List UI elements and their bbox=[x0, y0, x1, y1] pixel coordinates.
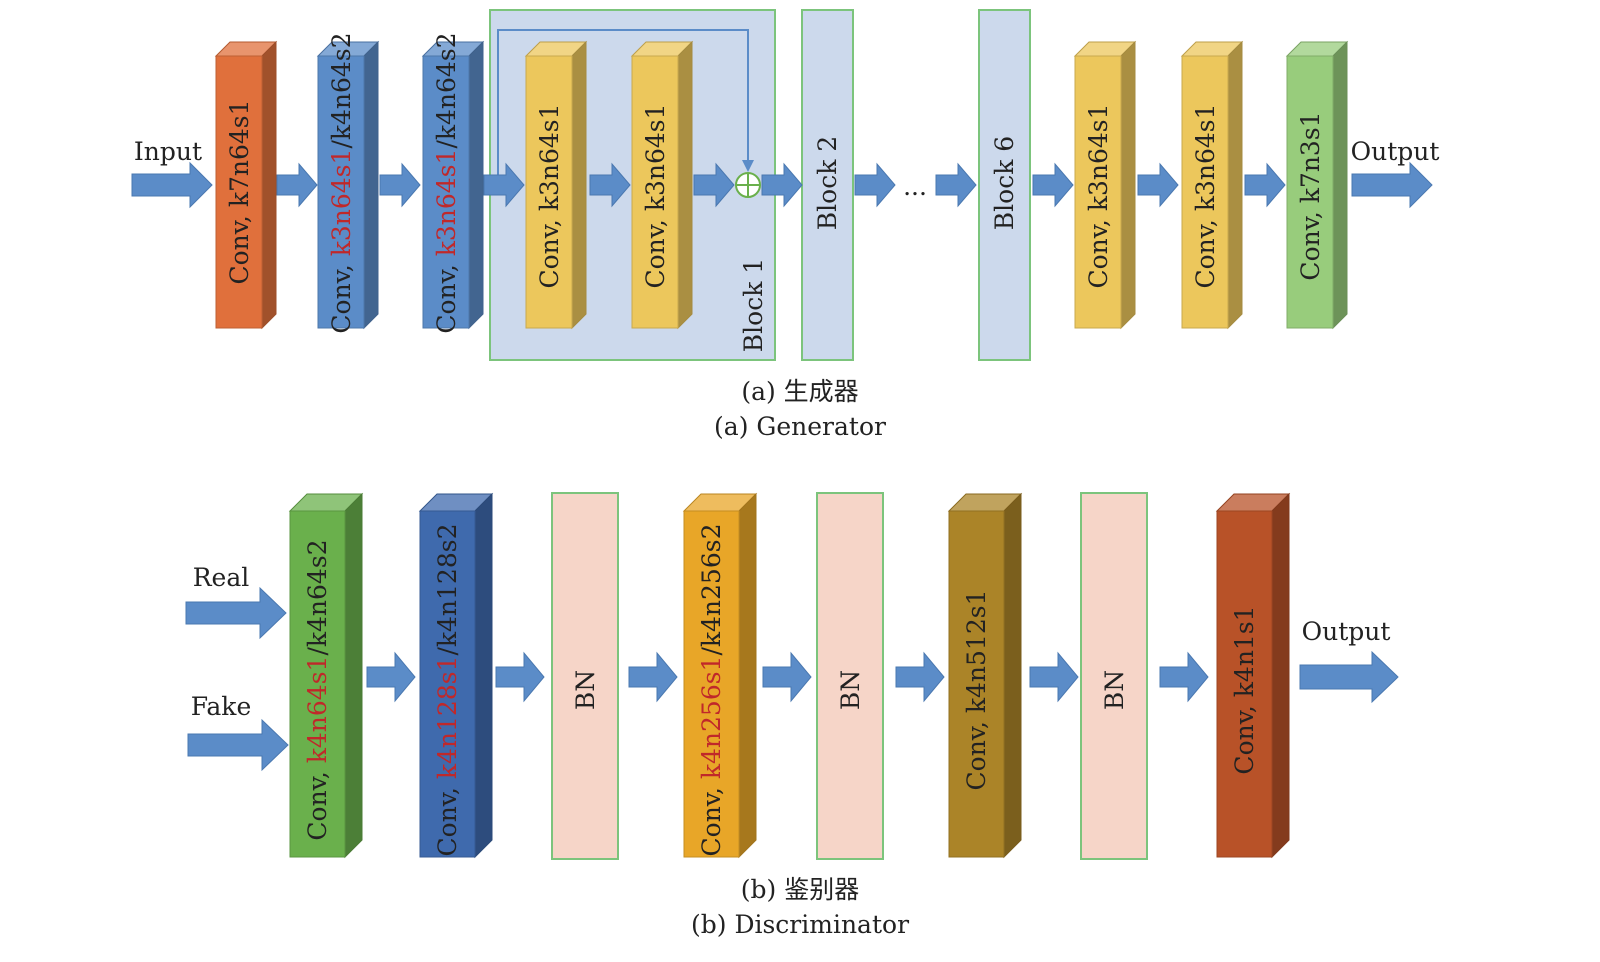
generator-arrow-11 bbox=[1244, 162, 1286, 208]
generator-block1-label: Block 1 bbox=[739, 258, 768, 352]
discriminator-caption-cn: (b) 鉴别器 bbox=[740, 875, 860, 904]
discriminator-bn1-label: BN bbox=[571, 670, 600, 710]
generator-arrow-8 bbox=[935, 162, 977, 208]
discriminator-conv4-block bbox=[947, 492, 1023, 859]
generator-arrow-1 bbox=[276, 162, 318, 208]
generator-arrow-2 bbox=[379, 162, 421, 208]
generator-skip-arrowhead bbox=[742, 160, 754, 172]
discriminator-arrow-5 bbox=[895, 651, 945, 703]
generator-input-label: Input bbox=[134, 137, 202, 166]
generator-caption-en: (a) Generator bbox=[714, 412, 886, 441]
discriminator-output-label: Output bbox=[1302, 617, 1391, 646]
generator-output-label: Output bbox=[1351, 137, 1440, 166]
discriminator-bn3-label: BN bbox=[1100, 670, 1129, 710]
discriminator-conv3-block bbox=[682, 492, 758, 859]
generator-block1-conv-b bbox=[630, 40, 694, 330]
discriminator-real-arrow bbox=[185, 586, 287, 640]
generator-block1-conv-b-label: Conv, k3n64s1 bbox=[641, 103, 670, 288]
discriminator-conv3-label: Conv, k4n256s1/k4n256s2 bbox=[697, 524, 726, 857]
discriminator-real-label: Real bbox=[193, 563, 250, 592]
discriminator-output-arrow bbox=[1299, 650, 1399, 704]
generator-block6-label: Block 6 bbox=[990, 136, 1019, 230]
generator-conv6-block bbox=[1285, 40, 1349, 330]
generator-block2 bbox=[801, 9, 854, 361]
generator-conv6-label: Conv, k7n3s1 bbox=[1296, 111, 1325, 280]
generator-arrow-6 bbox=[761, 162, 803, 208]
generator-block1-conv-a-label: Conv, k3n64s1 bbox=[535, 103, 564, 288]
generator-arrow-7 bbox=[854, 162, 896, 208]
generator-conv2-label: Conv, k3n64s1/k4n64s2 bbox=[327, 32, 356, 333]
discriminator-conv2-label: Conv, k4n128s1/k4n128s2 bbox=[433, 524, 462, 857]
generator-conv5-label: Conv, k3n64s1 bbox=[1191, 103, 1220, 288]
discriminator-conv1-label: Conv, k4n64s1/k4n64s2 bbox=[303, 539, 332, 840]
discriminator-conv4-label: Conv, k4n512s1 bbox=[962, 590, 991, 791]
generator-conv2-block bbox=[316, 40, 380, 330]
generator-block2-label: Block 2 bbox=[813, 136, 842, 230]
generator-output-arrow bbox=[1351, 161, 1433, 209]
discriminator-arrow-3 bbox=[628, 651, 678, 703]
generator-arrow-4 bbox=[589, 162, 631, 208]
discriminator-conv5-label: Conv, k4n1s1 bbox=[1230, 605, 1259, 774]
generator-conv5-block bbox=[1180, 40, 1244, 330]
generator-skip-connection bbox=[497, 29, 749, 185]
discriminator-arrow-6 bbox=[1029, 651, 1079, 703]
generator-arrow-9 bbox=[1032, 162, 1074, 208]
generator-conv1-label: Conv, k7n64s1 bbox=[225, 99, 254, 284]
discriminator-bn2-block bbox=[816, 492, 884, 860]
generator-conv1-block bbox=[214, 40, 278, 330]
generator-conv3-block bbox=[421, 40, 485, 330]
discriminator-conv5-block bbox=[1215, 492, 1291, 859]
discriminator-fake-label: Fake bbox=[191, 692, 252, 721]
generator-conv4-label: Conv, k3n64s1 bbox=[1084, 103, 1113, 288]
discriminator-arrow-7 bbox=[1159, 651, 1209, 703]
discriminator-conv1-block bbox=[288, 492, 364, 859]
discriminator-fake-arrow bbox=[187, 718, 289, 772]
generator-arrow-5 bbox=[693, 162, 735, 208]
generator-block1-conv-a bbox=[524, 40, 588, 330]
generator-conv3-label: Conv, k3n64s1/k4n64s2 bbox=[432, 32, 461, 333]
generator-block6 bbox=[978, 9, 1031, 361]
generator-caption-cn: (a) 生成器 bbox=[741, 377, 859, 406]
discriminator-arrow-4 bbox=[762, 651, 812, 703]
discriminator-conv2-block bbox=[418, 492, 494, 859]
discriminator-arrow-2 bbox=[495, 651, 545, 703]
generator-arrow-10 bbox=[1137, 162, 1179, 208]
generator-arrow-3 bbox=[483, 162, 525, 208]
discriminator-arrow-1 bbox=[366, 651, 416, 703]
discriminator-bn3-block bbox=[1080, 492, 1148, 860]
generator-ellipsis: ... bbox=[903, 172, 927, 201]
generator-input-arrow bbox=[131, 161, 213, 209]
discriminator-bn1-block bbox=[551, 492, 619, 860]
generator-conv4-block bbox=[1073, 40, 1137, 330]
discriminator-caption-en: (b) Discriminator bbox=[690, 910, 910, 939]
discriminator-bn2-label: BN bbox=[836, 670, 865, 710]
